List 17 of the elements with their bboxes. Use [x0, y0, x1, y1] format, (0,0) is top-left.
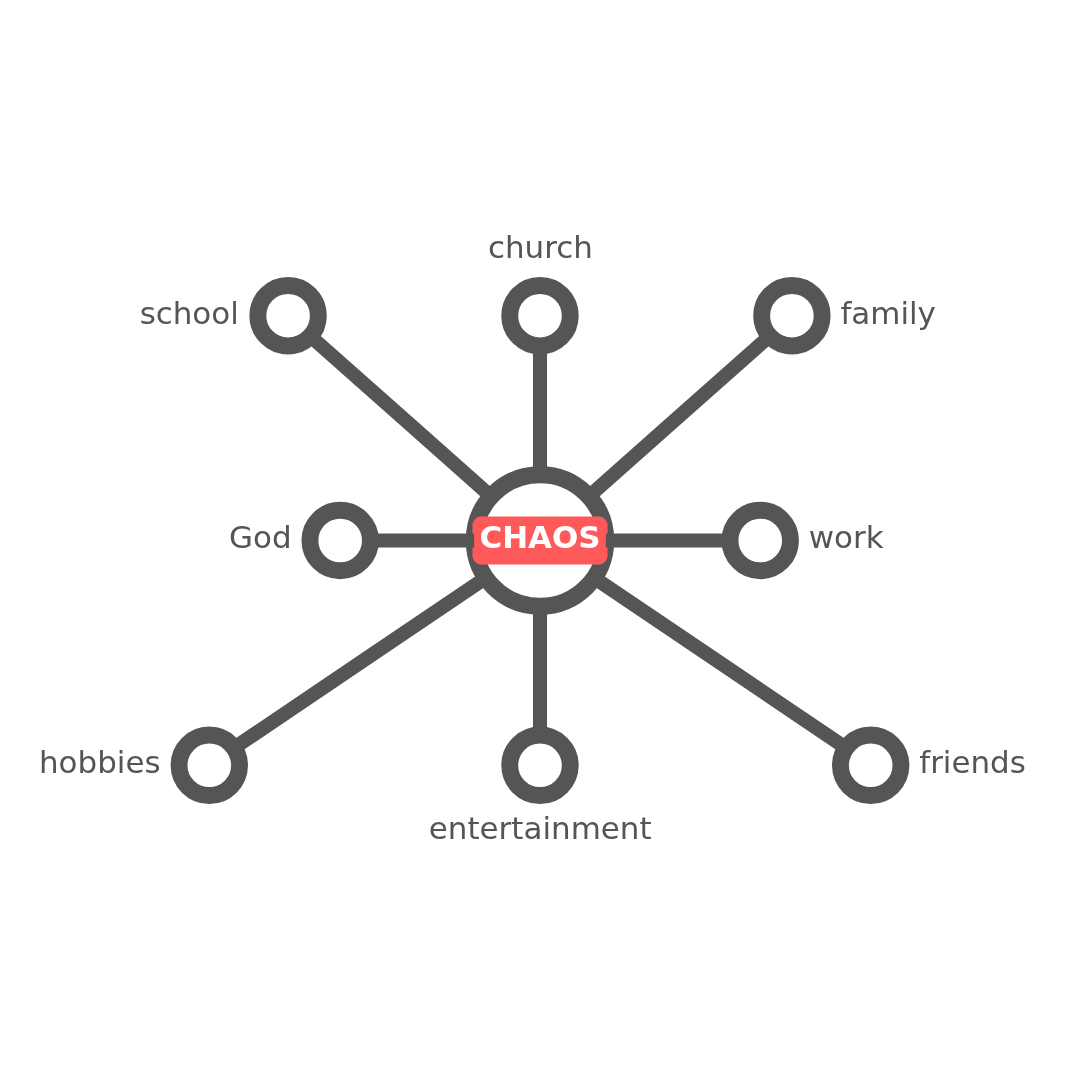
node-label: hobbies [39, 743, 161, 780]
node-circle [753, 276, 831, 354]
node-label: school [139, 294, 239, 331]
node-circle [832, 726, 910, 804]
node-label: friends [919, 743, 1026, 780]
node-circle: CHAOS [465, 465, 615, 615]
node-circle [170, 726, 248, 804]
node-circle [501, 276, 579, 354]
node-circle [501, 726, 579, 804]
node-label: entertainment [428, 809, 652, 846]
node-label: church [487, 228, 593, 265]
node-circle [721, 501, 799, 579]
node-circle [249, 276, 327, 354]
node-label: God [229, 518, 292, 555]
node-label: family [840, 294, 936, 331]
node-label: work [808, 518, 884, 555]
node-circle [301, 501, 379, 579]
